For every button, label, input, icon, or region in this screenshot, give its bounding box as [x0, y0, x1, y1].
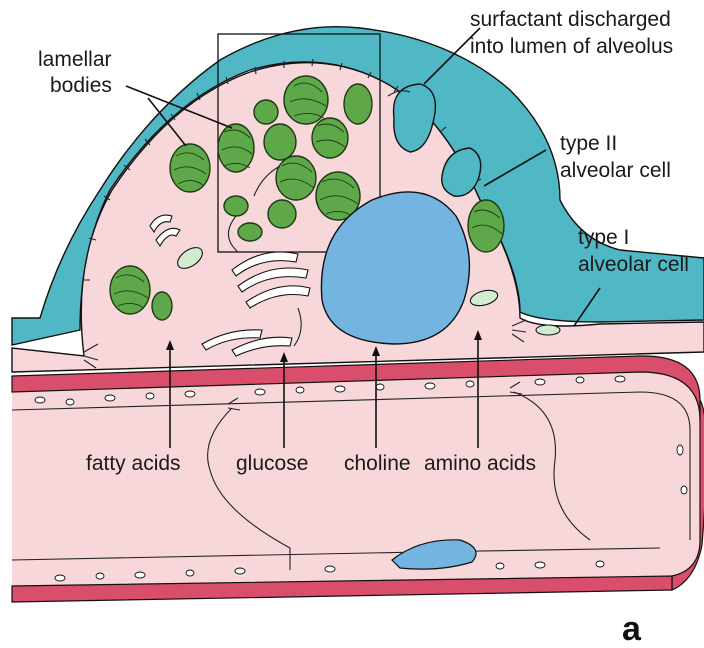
- label-surfactant-line-2: into lumen of alveolus: [470, 35, 673, 58]
- lamellar-body: [238, 223, 262, 241]
- lamellar-body: [468, 200, 504, 252]
- label-lamellar-line-2: bodies: [50, 74, 112, 97]
- lamellar-body: [268, 200, 296, 228]
- label-fatty-acids: fatty acids: [86, 452, 181, 475]
- label-type-i-line-1: type I: [578, 226, 629, 249]
- label-type-ii-line-1: type II: [560, 132, 617, 155]
- lamellar-body: [264, 124, 296, 160]
- label-type-ii-line-2: alveolar cell: [560, 159, 671, 182]
- lamellar-body: [254, 100, 278, 124]
- lamellar-body: [110, 266, 150, 314]
- lamellar-body: [170, 144, 210, 192]
- mitochondrion: [536, 325, 560, 335]
- capillary-lumen: [12, 372, 700, 586]
- label-choline: choline: [344, 452, 411, 475]
- label-glucose: glucose: [236, 452, 308, 475]
- label-type-i-line-2: alveolar cell: [578, 253, 689, 276]
- lamellar-body: [152, 292, 172, 320]
- lamellar-body: [218, 124, 254, 172]
- panel-letter: a: [622, 610, 642, 648]
- label-surfactant-line-1: surfactant discharged: [470, 8, 671, 31]
- label-lamellar-line-1: lamellar: [38, 48, 112, 71]
- label-amino-acids: amino acids: [424, 452, 536, 475]
- lamellar-body: [276, 156, 316, 200]
- lamellar-body: [224, 196, 248, 216]
- capillary: [12, 356, 704, 602]
- lamellar-body: [344, 84, 372, 124]
